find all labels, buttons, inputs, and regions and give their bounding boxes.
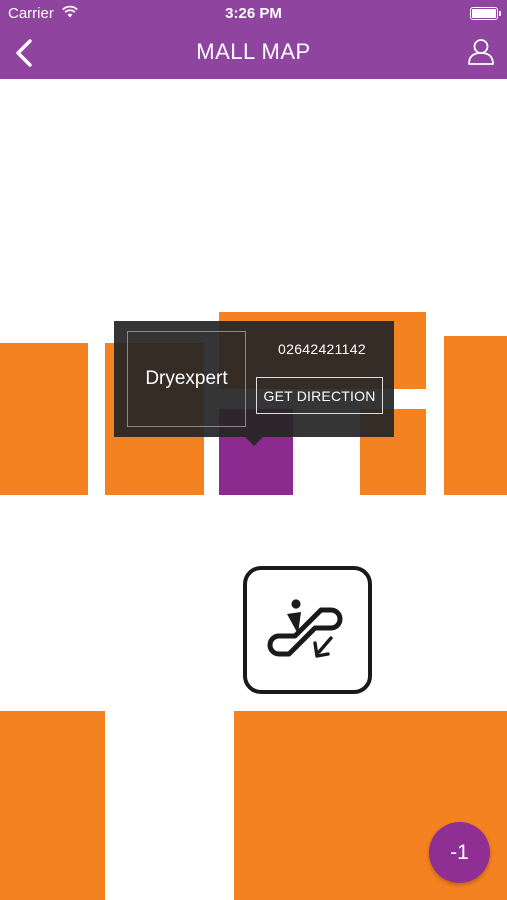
battery-icon [470,7,501,20]
store-info-popup: Dryexpert 02642421142 GET DIRECTION [114,321,394,446]
status-time: 3:26 PM [225,5,282,22]
user-icon [468,39,494,65]
store-name: Dryexpert [127,331,246,427]
status-bar: Carrier 3:26 PM [0,0,507,28]
escalator-down-icon [267,599,343,658]
store-block[interactable] [0,711,105,900]
mall-map[interactable]: Dryexpert 02642421142 GET DIRECTION -1 [0,79,507,900]
profile-button[interactable] [465,36,497,68]
store-block[interactable] [444,336,507,495]
store-block[interactable] [0,343,88,495]
chevron-left-icon [16,39,32,67]
get-direction-button[interactable]: GET DIRECTION [256,377,383,414]
back-button[interactable] [8,36,42,70]
floor-selector-button[interactable]: -1 [429,822,490,883]
navigation-bar: MALL MAP [0,28,507,79]
carrier-label: Carrier [8,5,54,22]
wifi-icon [62,5,78,22]
store-phone[interactable]: 02642421142 [278,341,366,357]
app-header: Carrier 3:26 PM MALL MAP [0,0,507,79]
page-title: MALL MAP [196,39,311,64]
escalator-marker[interactable] [243,566,372,694]
